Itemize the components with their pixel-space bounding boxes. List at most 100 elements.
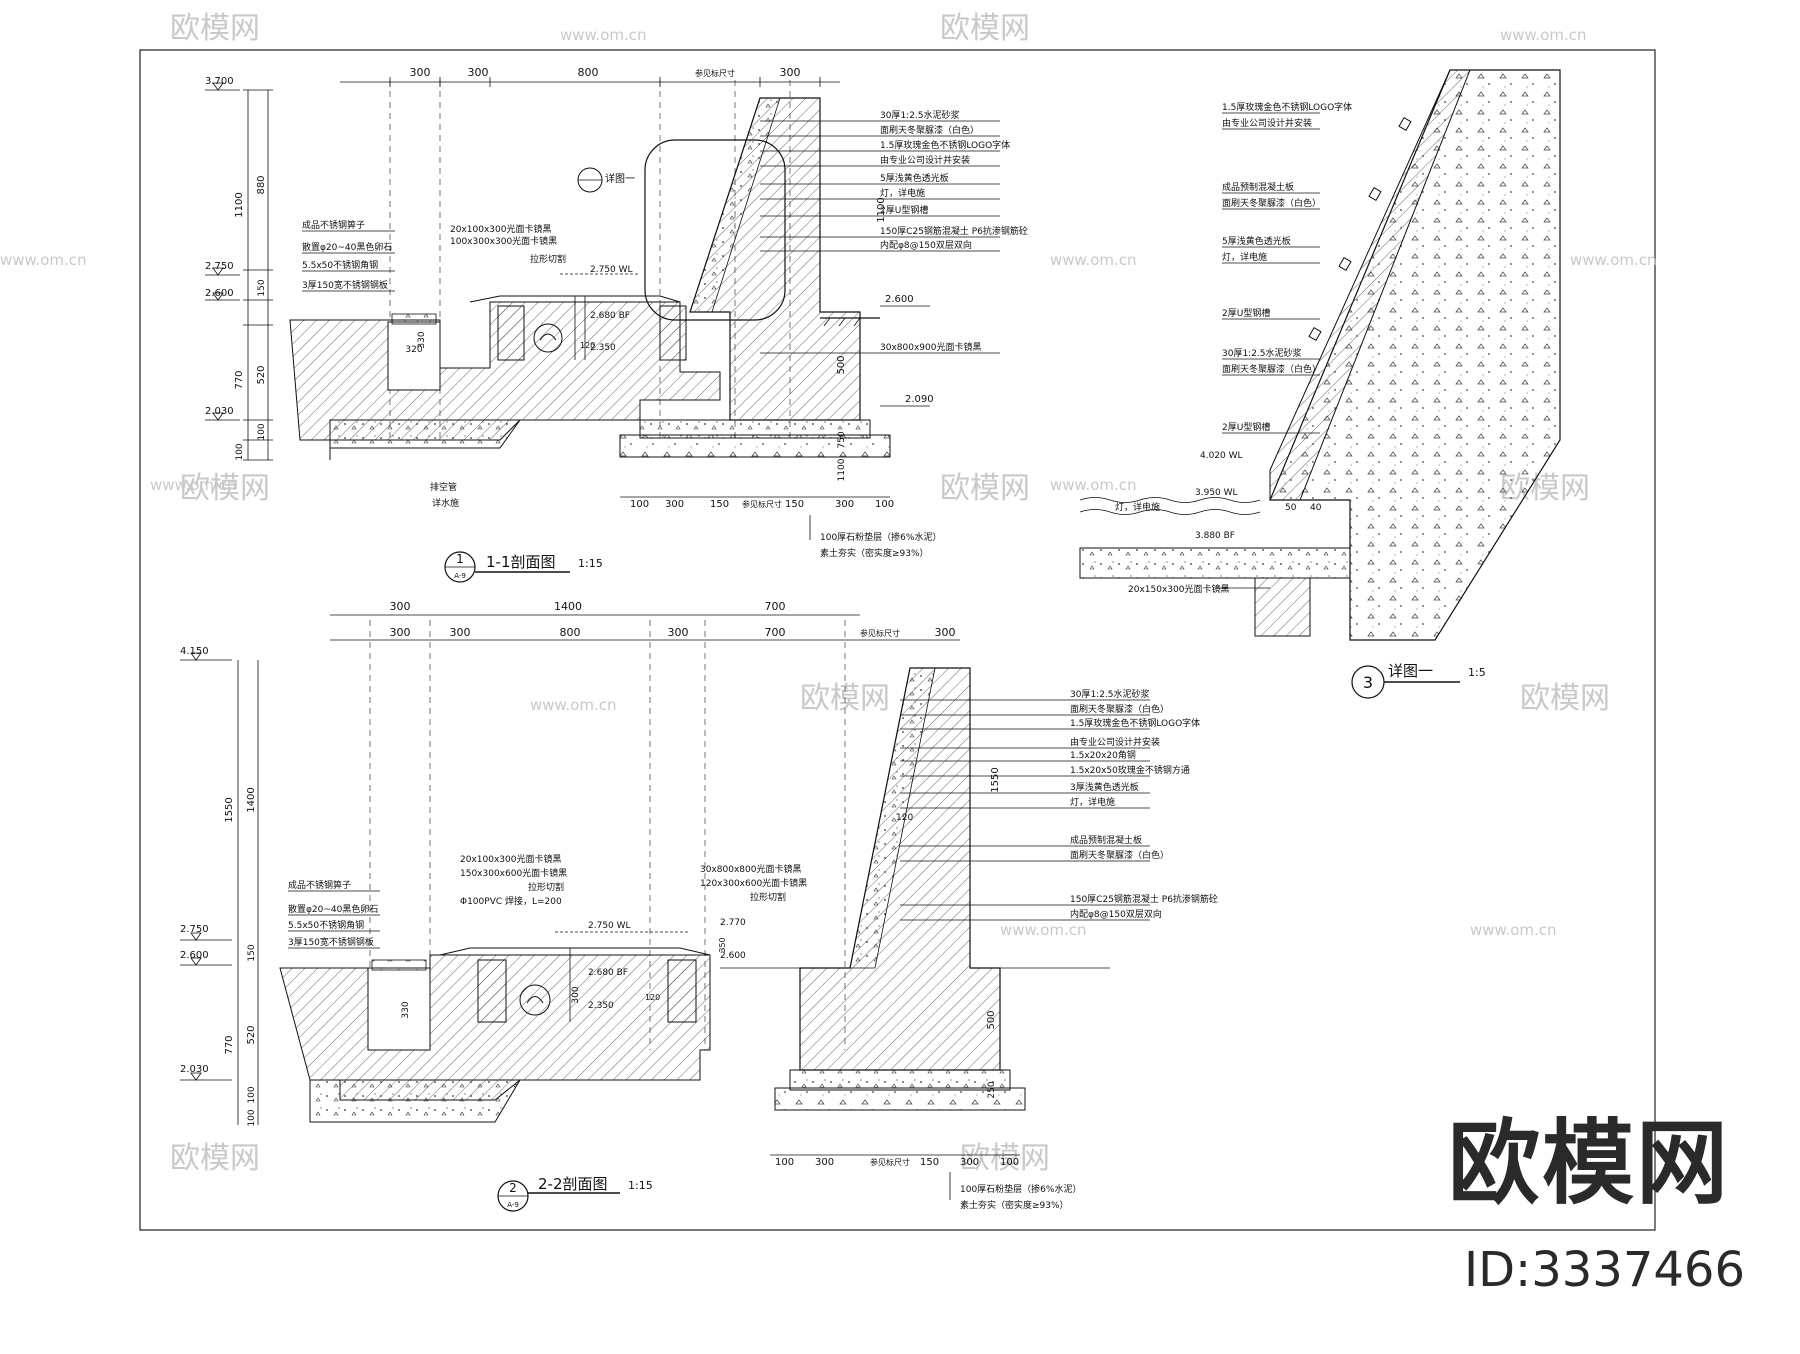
watermark-brand: 欧模网	[180, 471, 270, 506]
brand-id: ID:3337466	[1463, 1242, 1745, 1298]
s1-left-label-1: 散置φ20~40黑色卵石	[302, 241, 392, 253]
inner-120: 120	[580, 341, 595, 350]
s2-right-label-2: 1.5厚玫瑰金色不锈钢LOGO字体	[1070, 717, 1200, 729]
section2-right-labels: 30厚1:2.5水泥砂浆面刷天冬聚脲漆（白色）1.5厚玫瑰金色不锈钢LOGO字体…	[900, 688, 1218, 921]
s1-bdim-1: 300	[665, 499, 684, 510]
inner-1100b: 1100	[837, 458, 847, 481]
s2-right-label-7: 灯，详电施	[1070, 796, 1115, 808]
s2-dt-2: 800	[560, 626, 581, 639]
elev-2030: 2.030	[205, 406, 234, 417]
section1-left-labels: 成品不锈钢箅子散置φ20~40黑色卵石5.5x50不锈钢角钢3厚150宽不锈钢钢…	[302, 219, 395, 292]
s1-left-label-2: 5.5x50不锈钢角钢	[302, 259, 378, 271]
s2-dt-0: 300	[390, 626, 411, 639]
s2-bd-1: 300	[815, 1157, 834, 1168]
s2-dt-1: 300	[450, 626, 471, 639]
watermark-brand: 欧模网	[960, 1141, 1050, 1176]
s1-bdim-5: 300	[835, 499, 854, 510]
s2-bd-2: 参见标尺寸	[870, 1157, 910, 1167]
s2-midr-0: 30x800x800光面卡镜黑	[700, 863, 801, 875]
s2-dl-0: 1550	[224, 797, 235, 822]
watermark-site: www.om.cn	[1050, 251, 1137, 269]
elev-3700: 3.700	[205, 76, 234, 87]
s1-right-label-1: 面刷天冬聚脲漆（白色）	[880, 124, 979, 136]
s2-elev-2600b: 2.600	[720, 951, 746, 961]
det-elev-1: 3.950 WL	[1195, 488, 1238, 498]
s2-mid-0: 20x100x300光面卡镜黑	[460, 853, 561, 865]
s1-marker-num: 1	[456, 552, 464, 566]
dim-left-5: 520	[256, 365, 267, 384]
s1-right-label-6: 2厚U型钢槽	[880, 204, 928, 216]
det-left-note: 灯，详电施	[1115, 501, 1160, 513]
s1-mid-2: 拉形切割	[530, 253, 566, 265]
dim-left-1: 1100	[234, 192, 245, 217]
s2-dt-5: 参见标尺寸	[860, 628, 900, 638]
s2-marker-num: 2	[509, 1181, 517, 1195]
s2-right-label-1: 面刷天冬聚脲漆（白色）	[1070, 703, 1169, 715]
dim-top-4: 参见标尺寸	[695, 68, 735, 78]
s2-dl-3: 770	[224, 1035, 235, 1054]
watermark-site: www.om.cn	[1000, 921, 1087, 939]
watermark-site: www.om.cn	[1470, 921, 1557, 939]
dim-top-5: 300	[780, 66, 801, 79]
watermark-site: www.om.cn	[1050, 476, 1137, 494]
s2-bd-0: 100	[775, 1157, 794, 1168]
det-dim-50: 50	[1285, 503, 1297, 513]
elev-right-2090: 2.090	[905, 394, 934, 405]
s2-right-label-11: 内配φ8@150双层双向	[1070, 908, 1162, 920]
elev-2600: 2.600	[205, 288, 234, 299]
s1-right-label-5: 灯，详电施	[880, 187, 925, 199]
s1-right-label-2: 1.5厚玫瑰金色不锈钢LOGO字体	[880, 139, 1010, 151]
s2-note-0: 100厚石粉垫层（掺6%水泥）	[960, 1183, 1081, 1195]
detail-label-4: 5厚浅黄色透光板	[1222, 235, 1291, 247]
s2-inner-1550: 1550	[990, 767, 1001, 792]
s2-mid-3: Φ100PVC 焊接，L=200	[460, 895, 562, 907]
s2-right-label-3: 由专业公司设计并安装	[1070, 736, 1160, 748]
s2-inner-120b: 120	[896, 813, 913, 823]
section2-left-labels: 成品不锈钢箅子散置φ20~40黑色卵石5.5x50不锈钢角钢3厚150宽不锈钢钢…	[288, 879, 380, 949]
s1-bdim-4: 150	[785, 499, 804, 510]
watermark-brand: 欧模网	[170, 1141, 260, 1176]
s2-dl-2: 150	[247, 944, 257, 961]
dim-left-2: 880	[256, 175, 267, 194]
s2-left-label-1: 散置φ20~40黑色卵石	[288, 903, 378, 915]
s2-elev-4150: 4.150	[180, 646, 209, 657]
det-elev-2: 3.880 BF	[1195, 531, 1235, 541]
s2-inner-120: 120	[645, 993, 660, 1002]
s1-bdim-6: 100	[875, 499, 894, 510]
s2-dl-5: 100	[247, 1086, 257, 1103]
s1-right-label-3: 由专业公司设计并安装	[880, 154, 970, 166]
s1-right-label-0: 30厚1:2.5水泥砂浆	[880, 109, 960, 121]
detail-1: 1.5厚玫瑰金色不锈钢LOGO字体由专业公司设计并安装成品预制混凝土板面刷天冬聚…	[1079, 69, 1561, 699]
s2-right-label-6: 3厚浅黄色透光板	[1070, 781, 1139, 793]
sheet-border	[139, 49, 1656, 1231]
s2-midr-2: 拉形切割	[750, 891, 786, 903]
s2-dto-0: 300	[390, 600, 411, 613]
elev-2750: 2.750	[205, 261, 234, 272]
det-title: 详图一	[1388, 662, 1433, 680]
s2-right-label-9: 面刷天冬聚脲漆（白色）	[1070, 849, 1169, 861]
s1-title: 1-1剖面图	[486, 553, 556, 571]
dim-left-3: 150	[257, 279, 267, 296]
s2-title: 2-2剖面图	[538, 1175, 608, 1193]
s2-elev-2030: 2.030	[180, 1064, 209, 1075]
s2-dt-3: 300	[668, 626, 689, 639]
s2-dt-6: 300	[935, 626, 956, 639]
s2-inner-350: 350	[718, 937, 727, 952]
watermark-brand: 欧模网	[170, 11, 260, 46]
s1-note-1: 素土夯实（密实度≥93%）	[820, 547, 929, 559]
dim-left-7: 100	[235, 443, 245, 460]
s1-scale: 1:15	[578, 557, 603, 570]
detail-label-3: 面刷天冬聚脲漆（白色）	[1222, 197, 1321, 209]
detail-labels: 1.5厚玫瑰金色不锈钢LOGO字体由专业公司设计并安装成品预制混凝土板面刷天冬聚…	[1222, 101, 1352, 434]
s1-bl-0: 排空管	[430, 481, 457, 493]
s1-mid-1: 100x300x300光面卡镜黑	[450, 235, 557, 247]
watermark-site: www.om.cn	[150, 476, 237, 494]
watermark-brand: 欧模网	[940, 471, 1030, 506]
watermark-brand: 欧模网	[1520, 681, 1610, 716]
s2-left-label-2: 5.5x50不锈钢角钢	[288, 919, 364, 931]
elev-2350: 2.350	[590, 343, 616, 353]
s2-elev-2600: 2.600	[180, 950, 209, 961]
detail-label-9: 2厚U型钢槽	[1222, 421, 1270, 433]
